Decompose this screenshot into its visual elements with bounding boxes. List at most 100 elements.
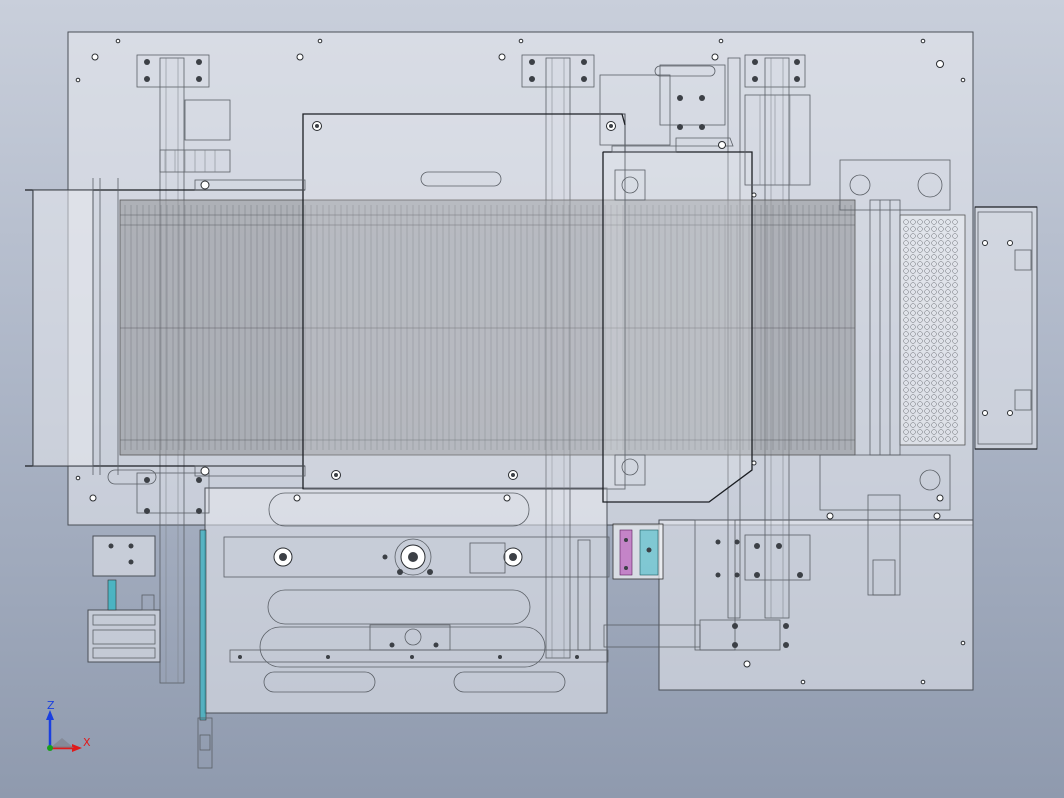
mesh-hole — [938, 366, 944, 372]
mesh-hole — [952, 345, 958, 351]
mesh-hole — [924, 324, 930, 330]
mesh-hole — [952, 408, 958, 414]
mesh-hole — [924, 394, 930, 400]
mesh-hole — [945, 233, 951, 239]
mesh-hole — [903, 345, 909, 351]
mesh-hole — [917, 317, 923, 323]
mesh-hole — [924, 373, 930, 379]
mesh-hole — [903, 247, 909, 253]
mesh-hole — [910, 380, 916, 386]
mesh-hole — [931, 254, 937, 260]
mesh-hole — [945, 338, 951, 344]
mesh-hole — [903, 324, 909, 330]
mesh-hole — [938, 394, 944, 400]
center-clamp-block — [612, 523, 664, 580]
right-end-plate — [974, 206, 1038, 450]
mesh-hole — [931, 310, 937, 316]
mesh-hole — [945, 303, 951, 309]
mesh-hole — [938, 331, 944, 337]
mesh-hole — [931, 387, 937, 393]
mesh-hole — [924, 338, 930, 344]
mesh-hole — [910, 240, 916, 246]
mesh-hole — [931, 352, 937, 358]
mesh-hole — [917, 380, 923, 386]
mesh-hole — [924, 233, 930, 239]
mesh-hole — [910, 408, 916, 414]
mesh-hole — [938, 338, 944, 344]
mesh-hole — [945, 247, 951, 253]
mesh-hole — [931, 366, 937, 372]
mesh-hole — [945, 226, 951, 232]
mesh-hole — [952, 422, 958, 428]
mesh-hole — [952, 401, 958, 407]
mesh-hole — [924, 310, 930, 316]
left-cylinder-assembly — [87, 529, 213, 769]
conveyor-slats — [120, 205, 855, 450]
mesh-hole — [938, 324, 944, 330]
mesh-hole — [952, 415, 958, 421]
mesh-hole — [924, 219, 930, 225]
mesh-hole — [952, 317, 958, 323]
mesh-hole — [903, 303, 909, 309]
mesh-hole — [952, 373, 958, 379]
mesh-hole — [945, 296, 951, 302]
mesh-hole — [945, 282, 951, 288]
upper-brackets — [136, 54, 811, 581]
mesh-hole — [917, 247, 923, 253]
mesh-hole — [924, 352, 930, 358]
mounting-holes — [75, 38, 966, 685]
mesh-hole — [945, 422, 951, 428]
center-cover-plate — [302, 113, 626, 490]
mesh-hole — [903, 310, 909, 316]
mesh-hole — [952, 436, 958, 442]
mesh-hole — [952, 254, 958, 260]
mesh-hole — [945, 436, 951, 442]
mesh-hole — [917, 275, 923, 281]
mesh-hole — [910, 352, 916, 358]
mesh-hole — [938, 380, 944, 386]
mesh-hole — [917, 282, 923, 288]
mesh-hole — [903, 436, 909, 442]
mesh-hole — [903, 268, 909, 274]
mesh-hole — [945, 310, 951, 316]
mesh-hole — [924, 261, 930, 267]
mesh-hole — [945, 394, 951, 400]
mesh-hole — [931, 394, 937, 400]
mesh-hole — [917, 254, 923, 260]
mesh-hole — [917, 408, 923, 414]
mesh-hole — [931, 345, 937, 351]
mesh-hole — [931, 289, 937, 295]
mesh-hole — [917, 268, 923, 274]
x-axis-label: X — [83, 736, 91, 749]
mesh-hole — [924, 366, 930, 372]
mesh-hole — [952, 429, 958, 435]
mesh-hole — [945, 268, 951, 274]
mesh-hole — [917, 331, 923, 337]
mesh-hole — [910, 289, 916, 295]
mesh-hole — [924, 303, 930, 309]
lower-right-bracket — [603, 519, 789, 651]
mesh-hole — [910, 345, 916, 351]
mesh-hole — [952, 247, 958, 253]
mesh-hole — [924, 359, 930, 365]
mesh-hole — [917, 429, 923, 435]
mesh-hole — [952, 261, 958, 267]
mesh-hole — [903, 429, 909, 435]
mesh-hole — [903, 380, 909, 386]
mesh-hole — [945, 380, 951, 386]
mesh-hole — [917, 310, 923, 316]
mesh-hole — [945, 401, 951, 407]
mesh-hole — [910, 394, 916, 400]
mesh-hole — [917, 233, 923, 239]
mesh-hole — [931, 324, 937, 330]
right-mesh-roller — [869, 199, 966, 456]
mesh-hole — [952, 359, 958, 365]
mesh-hole — [952, 233, 958, 239]
mesh-hole — [917, 415, 923, 421]
mesh-hole — [938, 317, 944, 323]
mesh-hole — [910, 401, 916, 407]
mesh-hole — [910, 275, 916, 281]
mesh-hole — [910, 317, 916, 323]
